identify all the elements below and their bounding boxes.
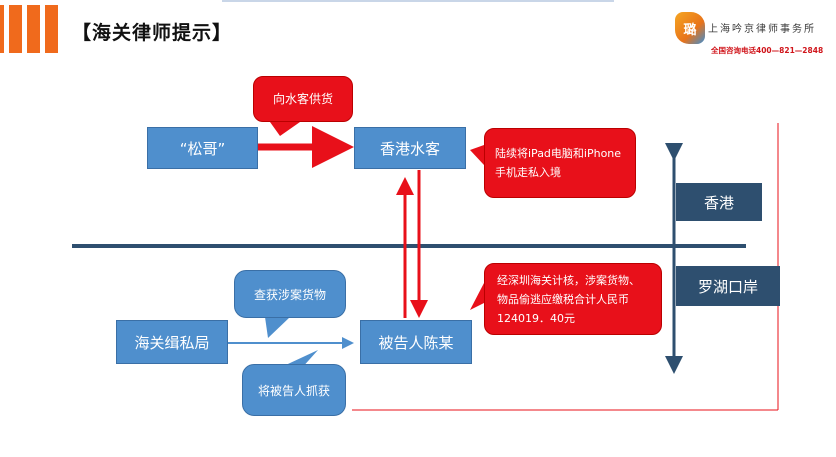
- callout-tax-assessment: 经深圳海关计核，涉案货物、物品偷逃应缴税合计人民币124019．40元: [484, 263, 662, 335]
- top-divider: [222, 0, 614, 2]
- smuggling-callout-tail: [470, 145, 484, 165]
- callout-smuggling-text: 陆续将iPad电脑和iPhone手机走私入境: [495, 147, 622, 179]
- callout-arrest: 将被告人抓获: [242, 364, 346, 416]
- callout-tax-text: 经深圳海关计核，涉案货物、物品偷逃应缴税合计人民币124019．40元: [497, 273, 640, 325]
- callout-seize-goods: 查获涉案货物: [234, 270, 346, 318]
- seize-callout-tail: [265, 317, 290, 338]
- header-stripe-3: [27, 5, 40, 53]
- page-title: 【海关律师提示】: [72, 22, 233, 44]
- callout-supply-text: 向水客供货: [272, 91, 333, 106]
- header-stripe-2: [9, 5, 22, 53]
- hotline-text: 全国咨询电话400—821—2848: [711, 46, 824, 55]
- callout-smuggling: 陆续将iPad电脑和iPhone手机走私入境: [484, 128, 636, 198]
- node-defendant: 被告人陈某: [360, 320, 472, 364]
- header-stripe-1: [0, 5, 4, 53]
- firm-logo-icon: 璐: [675, 12, 705, 44]
- header-stripe-4: [45, 5, 58, 53]
- node-hk-smuggler: 香港水客: [354, 127, 466, 169]
- supply-callout-tail: [270, 122, 300, 136]
- region-hongkong: 香港: [676, 183, 762, 221]
- callout-supply: 向水客供货: [253, 76, 353, 122]
- tax-callout-tail: [470, 283, 484, 310]
- node-customs-bureau: 海关缉私局: [116, 320, 228, 364]
- callout-arrest-text: 将被告人抓获: [257, 383, 330, 398]
- firm-name: 上海吟京律师事务所: [708, 24, 816, 35]
- node-songge: “松哥”: [147, 127, 258, 169]
- callout-seize-text: 查获涉案货物: [253, 287, 326, 302]
- region-lowu-port: 罗湖口岸: [676, 266, 780, 306]
